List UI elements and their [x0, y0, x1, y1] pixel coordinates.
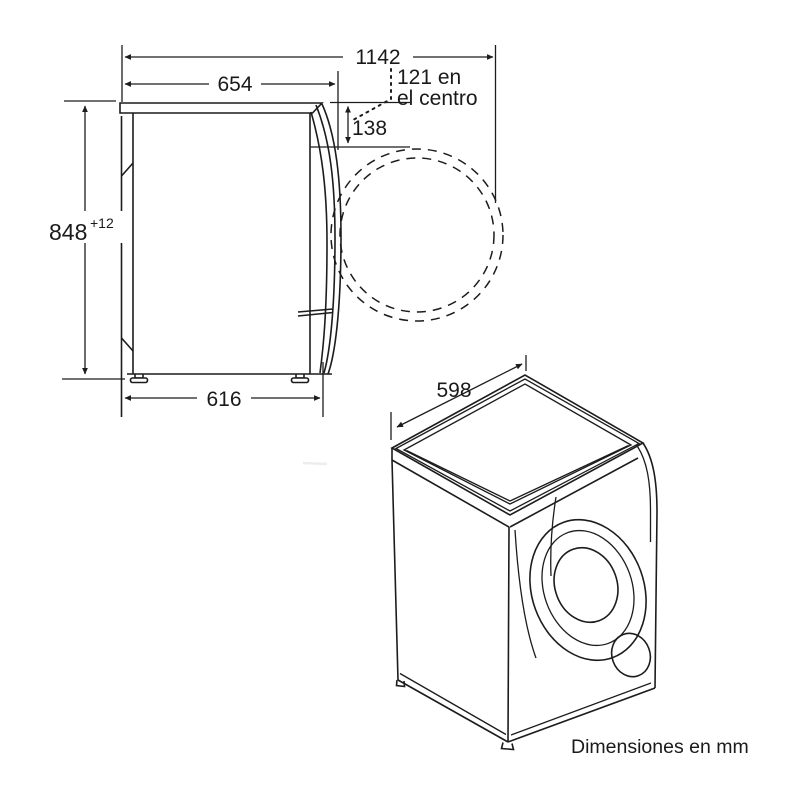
- dim-616-label: 616: [206, 388, 241, 411]
- dim-654-label-bg: [209, 73, 261, 94]
- side-view-dimensions: 1142 654 138 121 en el centro 848 +12 61…: [45, 45, 497, 417]
- front-bottom-recess-line: [510, 682, 652, 736]
- leader-dotted-121: [352, 68, 392, 121]
- front-left-edge: [507, 526, 510, 743]
- scan-artifact: [302, 461, 328, 466]
- dim-848-label-bg: [45, 211, 127, 243]
- top-face-rim: [394, 378, 641, 512]
- top-face-recess-inner: [406, 444, 629, 502]
- side-top-lid: [119, 102, 324, 114]
- side-right-foot-base: [290, 377, 310, 384]
- door-middle-ring: [541, 529, 635, 647]
- rear-left-foot: [395, 679, 406, 688]
- side-door-curve-middle: [315, 104, 336, 374]
- lid-band-left-bottom: [391, 459, 510, 528]
- lid-band-front-bottom: [509, 457, 639, 528]
- washer-side-view: [119, 102, 504, 466]
- front-foot: [500, 742, 515, 751]
- dim-848-label: 848: [49, 219, 87, 245]
- side-door-curve-inner: [310, 111, 328, 374]
- door-swing-outer-dashed-circle: [330, 148, 504, 322]
- dim-598-label: 598: [436, 379, 471, 402]
- side-rear-bevel-bottom: [120, 337, 134, 352]
- note-121-line1: 121 en: [397, 66, 461, 89]
- dim-line-598: [396, 363, 523, 428]
- dim-654-label: 654: [217, 73, 252, 96]
- side-rear-bevel-top: [120, 162, 134, 177]
- washer-perspective-view: 598: [390, 355, 658, 751]
- dim-138-label: 138: [352, 117, 387, 140]
- right-edge: [642, 442, 658, 689]
- left-bottom-edge: [397, 679, 509, 743]
- door-swing-inner-dashed-circle: [339, 157, 495, 313]
- left-bottom-recess-line: [399, 672, 507, 736]
- dim-848-tolerance-label: +12: [90, 215, 114, 231]
- dim-1142-label: 1142: [355, 46, 400, 69]
- dim-1142-label-bg: [343, 46, 413, 68]
- fascia-corner-inner-curve: [636, 446, 652, 542]
- door-glass: [553, 546, 619, 624]
- side-door-handle-line-bottom: [297, 311, 334, 317]
- units-caption: Dimensiones en mm: [571, 736, 749, 758]
- note-121-line2: el centro: [397, 87, 478, 110]
- front-left-bulge-crease: [514, 529, 537, 659]
- fascia-crease-curve: [550, 496, 557, 577]
- service-flap: [610, 632, 652, 678]
- side-left-foot-base: [129, 377, 149, 384]
- side-door-curve-outer: [321, 103, 342, 375]
- dim-616-label-bg: [197, 388, 251, 409]
- side-door-handle-line-top: [297, 308, 334, 313]
- top-face-recess-outer: [402, 383, 633, 505]
- left-rear-edge: [391, 448, 399, 681]
- front-bottom-edge: [507, 687, 656, 743]
- top-face-outer: [390, 374, 645, 516]
